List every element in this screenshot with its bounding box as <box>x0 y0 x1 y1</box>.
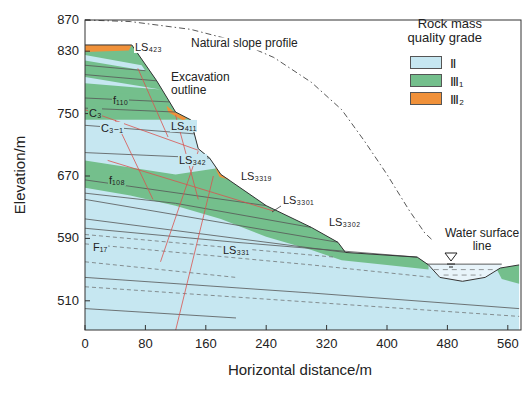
structure-label: LS₃₄₂ <box>178 154 207 166</box>
structure-label: LS₃₃₁₉ <box>240 170 273 182</box>
grade-ii-strip <box>85 77 161 89</box>
axis-ticks <box>85 20 508 330</box>
leader-line <box>272 206 281 212</box>
interlayer-line <box>85 277 519 308</box>
water-symbol <box>445 253 457 261</box>
section-body <box>85 45 519 330</box>
interlayer-line <box>85 309 236 318</box>
grade-ii-zone <box>85 45 519 330</box>
structure-label: LS₄₂₃ <box>134 41 163 53</box>
axis-tick-label: 670 <box>56 169 80 183</box>
interlayer-line <box>85 219 345 253</box>
structure-label: C₃ <box>88 107 102 119</box>
axis-title: Elevation/m <box>12 135 29 215</box>
grade-iii2-zone <box>85 45 132 52</box>
structure-label: LS₃₃₀₁ <box>282 194 315 206</box>
fault-line <box>108 160 274 211</box>
boundary-line <box>85 262 236 278</box>
natural-slope-line <box>85 20 432 240</box>
axis-tick-label: 240 <box>254 337 278 351</box>
axis-tick-label: 480 <box>436 337 460 351</box>
axis-tick-label: 560 <box>496 337 520 351</box>
axis-tick-label: 80 <box>137 337 153 351</box>
grade-ii-strip <box>85 120 217 175</box>
boundary-line <box>85 244 432 278</box>
structure-label: f₁₁₀ <box>112 94 129 106</box>
water-line <box>434 269 493 270</box>
grade-iii1-zone <box>85 45 429 270</box>
boundary-line <box>85 235 334 258</box>
axis-tick-label: 590 <box>56 231 80 245</box>
plot-frame <box>85 20 521 330</box>
axis-tick-label: 400 <box>375 337 399 351</box>
legend-label: Ⅱ <box>450 56 456 71</box>
annotation-label: Water surface line <box>441 227 523 253</box>
structure-label: LS₃₃₁ <box>222 244 250 256</box>
water-surface <box>427 264 502 265</box>
interlayer-line <box>85 228 417 257</box>
water-symbol <box>447 264 455 267</box>
legend-swatch <box>410 56 442 69</box>
axis-title: Horizontal distance/m <box>227 362 373 379</box>
water-line <box>444 275 482 276</box>
fault-line <box>138 68 168 137</box>
structure-label: C₃₋₁ <box>100 122 124 134</box>
interlayer-line <box>85 65 145 70</box>
excavation-outline <box>85 45 519 281</box>
structure-label: F₁₇ <box>92 241 108 253</box>
fault-line <box>176 176 214 330</box>
axis-tick-label: 870 <box>56 13 80 27</box>
axis-tick-label: 830 <box>56 44 80 58</box>
legend-label: Ⅲ₂ <box>450 92 464 107</box>
interlayer-line <box>85 75 157 81</box>
fault-line <box>161 151 199 262</box>
grade-ii-strip <box>85 55 145 71</box>
legend-label: Ⅲ₁ <box>450 74 463 89</box>
axis-tick-label: 510 <box>56 294 80 308</box>
boundary-line <box>85 287 519 317</box>
legend-title: Rock mass quality grade <box>391 17 483 46</box>
legend-swatch <box>410 92 442 105</box>
river-water <box>427 264 502 281</box>
legend-swatch <box>410 74 442 87</box>
axis-tick-label: 0 <box>80 337 89 351</box>
structure-label: f₁₀₈ <box>108 174 126 186</box>
annotation-label: Natural slope profile <box>190 37 299 50</box>
axis-tick-label: 750 <box>56 106 80 120</box>
structure-label: LS₄₁₁ <box>170 120 197 132</box>
annotation-label: Excavation outline <box>170 71 238 97</box>
structure-label: LS₃₃₀₂ <box>328 216 361 228</box>
axis-tick-label: 320 <box>315 337 339 351</box>
axis-tick-label: 160 <box>194 337 218 351</box>
